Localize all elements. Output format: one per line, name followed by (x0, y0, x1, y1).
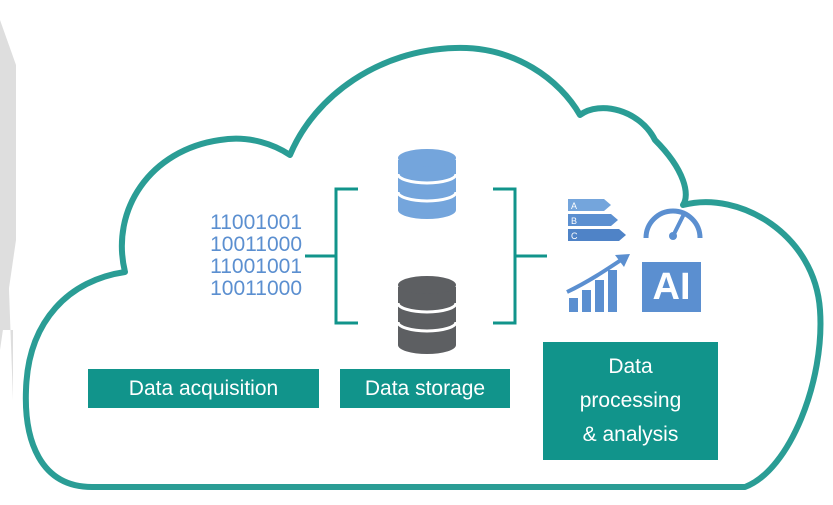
binary-line: 11001001 (210, 255, 302, 278)
speedometer-icon (643, 208, 703, 240)
growth-chart-icon (566, 254, 630, 312)
ai-icon-text: AI (652, 265, 691, 308)
rating-letter-a: A (571, 201, 577, 211)
database-icon-light (396, 149, 458, 219)
processing-label-line: & analysis (582, 423, 679, 446)
database-icon-dark (396, 276, 458, 354)
rating-letter-b: B (571, 216, 577, 226)
binary-data-text: 11001001 10011000 11001001 10011000 (168, 212, 302, 300)
binary-line: 11001001 (210, 211, 302, 234)
flow-arrow-shape-upper (0, 20, 16, 350)
rating-letter-c: C (571, 231, 578, 241)
binary-line: 10011000 (210, 233, 302, 256)
data-processing-label: Data processing & analysis (543, 342, 718, 460)
processing-label-line: processing (579, 389, 682, 412)
ai-icon: AI (642, 262, 701, 312)
binary-line: 10011000 (210, 277, 302, 300)
data-acquisition-label: Data acquisition (88, 369, 319, 408)
bracket-left (334, 187, 358, 325)
data-storage-label: Data storage (340, 369, 510, 408)
processing-label-line: Data (608, 355, 653, 378)
energy-rating-icon: A B C (568, 199, 626, 241)
